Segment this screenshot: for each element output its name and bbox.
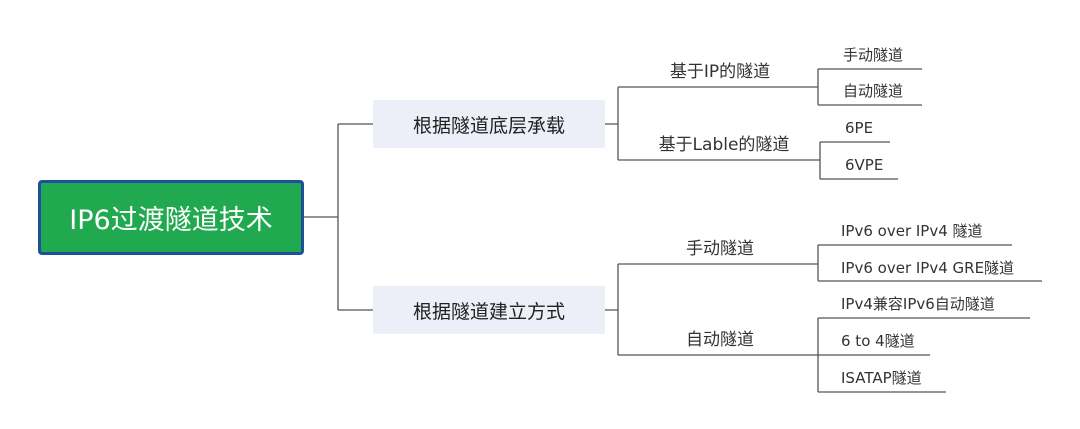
sub-label: 自动隧道 — [686, 330, 754, 350]
leaf-label: ISATAP隧道 — [841, 369, 922, 387]
leaf-node[interactable]: 6 to 4隧道 — [841, 331, 915, 351]
sub-node-auto-tunnel[interactable]: 自动隧道 — [640, 329, 800, 351]
root-label: IP6过渡隧道技术 — [69, 205, 273, 236]
connector-sub-1-2 — [819, 141, 898, 180]
sub-label: 基于IP的隧道 — [669, 62, 771, 82]
connector-branch-2 — [605, 263, 818, 356]
sub-node-manual-tunnel[interactable]: 手动隧道 — [640, 238, 800, 260]
leaf-label: IPv6 over IPv4 GRE隧道 — [841, 259, 1015, 277]
leaf-label: IPv4兼容IPv6自动隧道 — [841, 295, 995, 313]
leaf-node[interactable]: 自动隧道 — [843, 81, 903, 101]
connector-branch-1 — [605, 86, 820, 161]
leaf-label: 6VPE — [845, 156, 884, 174]
sub-node-label-tunnel[interactable]: 基于Lable的隧道 — [634, 134, 814, 156]
branch-node-establishment-mode[interactable]: 根据隧道建立方式 — [373, 286, 605, 334]
sub-label: 手动隧道 — [686, 239, 754, 259]
leaf-label: 自动隧道 — [843, 82, 904, 100]
connector-root — [304, 123, 373, 311]
leaf-node[interactable]: 6VPE — [845, 155, 883, 175]
branch-label: 根据隧道底层承载 — [412, 114, 565, 137]
connector-sub-1-1 — [817, 68, 922, 106]
sub-node-ip-tunnel[interactable]: 基于IP的隧道 — [640, 61, 800, 83]
leaf-label: 6 to 4隧道 — [841, 332, 915, 350]
leaf-node[interactable]: 手动隧道 — [843, 45, 903, 65]
leaf-node[interactable]: 6PE — [845, 118, 873, 138]
leaf-label: 手动隧道 — [843, 46, 904, 64]
leaf-label: IPv6 over IPv4 隧道 — [841, 222, 983, 240]
leaf-node[interactable]: IPv6 over IPv4 隧道 — [841, 221, 983, 241]
branch-node-underlying-bearer[interactable]: 根据隧道底层承载 — [373, 100, 605, 148]
leaf-node[interactable]: ISATAP隧道 — [841, 368, 922, 388]
leaf-node[interactable]: IPv6 over IPv4 GRE隧道 — [841, 258, 1014, 278]
leaf-node[interactable]: IPv4兼容IPv6自动隧道 — [841, 294, 995, 314]
branch-label: 根据隧道建立方式 — [412, 300, 565, 323]
root-node[interactable]: IP6过渡隧道技术 — [38, 180, 304, 255]
sub-label: 基于Lable的隧道 — [658, 135, 790, 155]
connector-sub-2-1 — [817, 244, 1042, 282]
leaf-label: 6PE — [845, 119, 874, 137]
connector-sub-2-2 — [817, 317, 1030, 393]
